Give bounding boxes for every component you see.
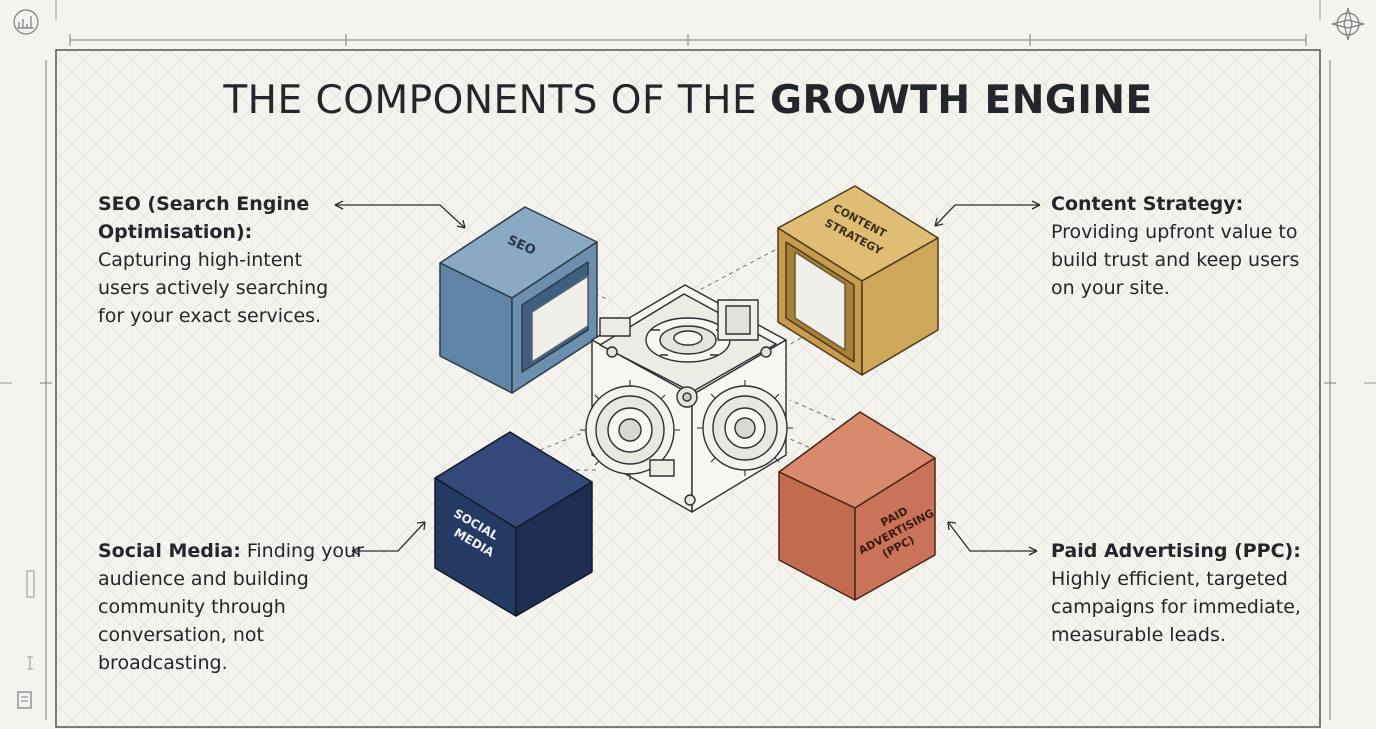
paid-advertising-callout: Paid Advertising (PPC): Highly efficient… [1051,537,1301,649]
paid-advertising-callout-body: Highly efficient, targeted campaigns for… [1051,568,1301,646]
seo-callout: SEO (Search Engine Optimisation): Captur… [98,190,348,330]
seo-cube: SEO [439,206,598,394]
compass-icon [1331,7,1365,41]
title-plain: THE COMPONENTS OF THE [223,78,758,123]
callout-arrows [334,200,1041,556]
seo-callout-heading: SEO (Search Engine Optimisation): [98,193,310,243]
title-bold: GROWTH ENGINE [770,78,1153,123]
chart-icon [13,9,39,35]
scale-marker [26,570,35,598]
engine-core-icon [580,284,793,513]
cursor-marker [27,656,33,670]
content-strategy-cube: CONTENT STRATEGY [777,185,939,376]
page-title: THE COMPONENTS OF THE GROWTH ENGINE [0,78,1376,123]
social-media-callout-body: Finding your audience and building commu… [98,540,364,674]
social-media-callout: Social Media: Finding your audience and … [98,537,388,677]
document-icon [17,691,32,709]
content-strategy-callout: Content Strategy: Providing upfront valu… [1051,190,1301,302]
paid-advertising-callout-heading: Paid Advertising (PPC): [1051,540,1301,562]
paid-advertising-cube: PAID ADVERTISING (PPC) [778,411,936,601]
social-media-cube: SOCIAL MEDIA [434,431,593,617]
content-strategy-callout-body: Providing upfront value to build trust a… [1051,221,1300,299]
social-media-callout-heading: Social Media: [98,540,241,562]
content-strategy-callout-heading: Content Strategy: [1051,193,1244,215]
seo-callout-body: Capturing high-intent users actively sea… [98,249,329,327]
